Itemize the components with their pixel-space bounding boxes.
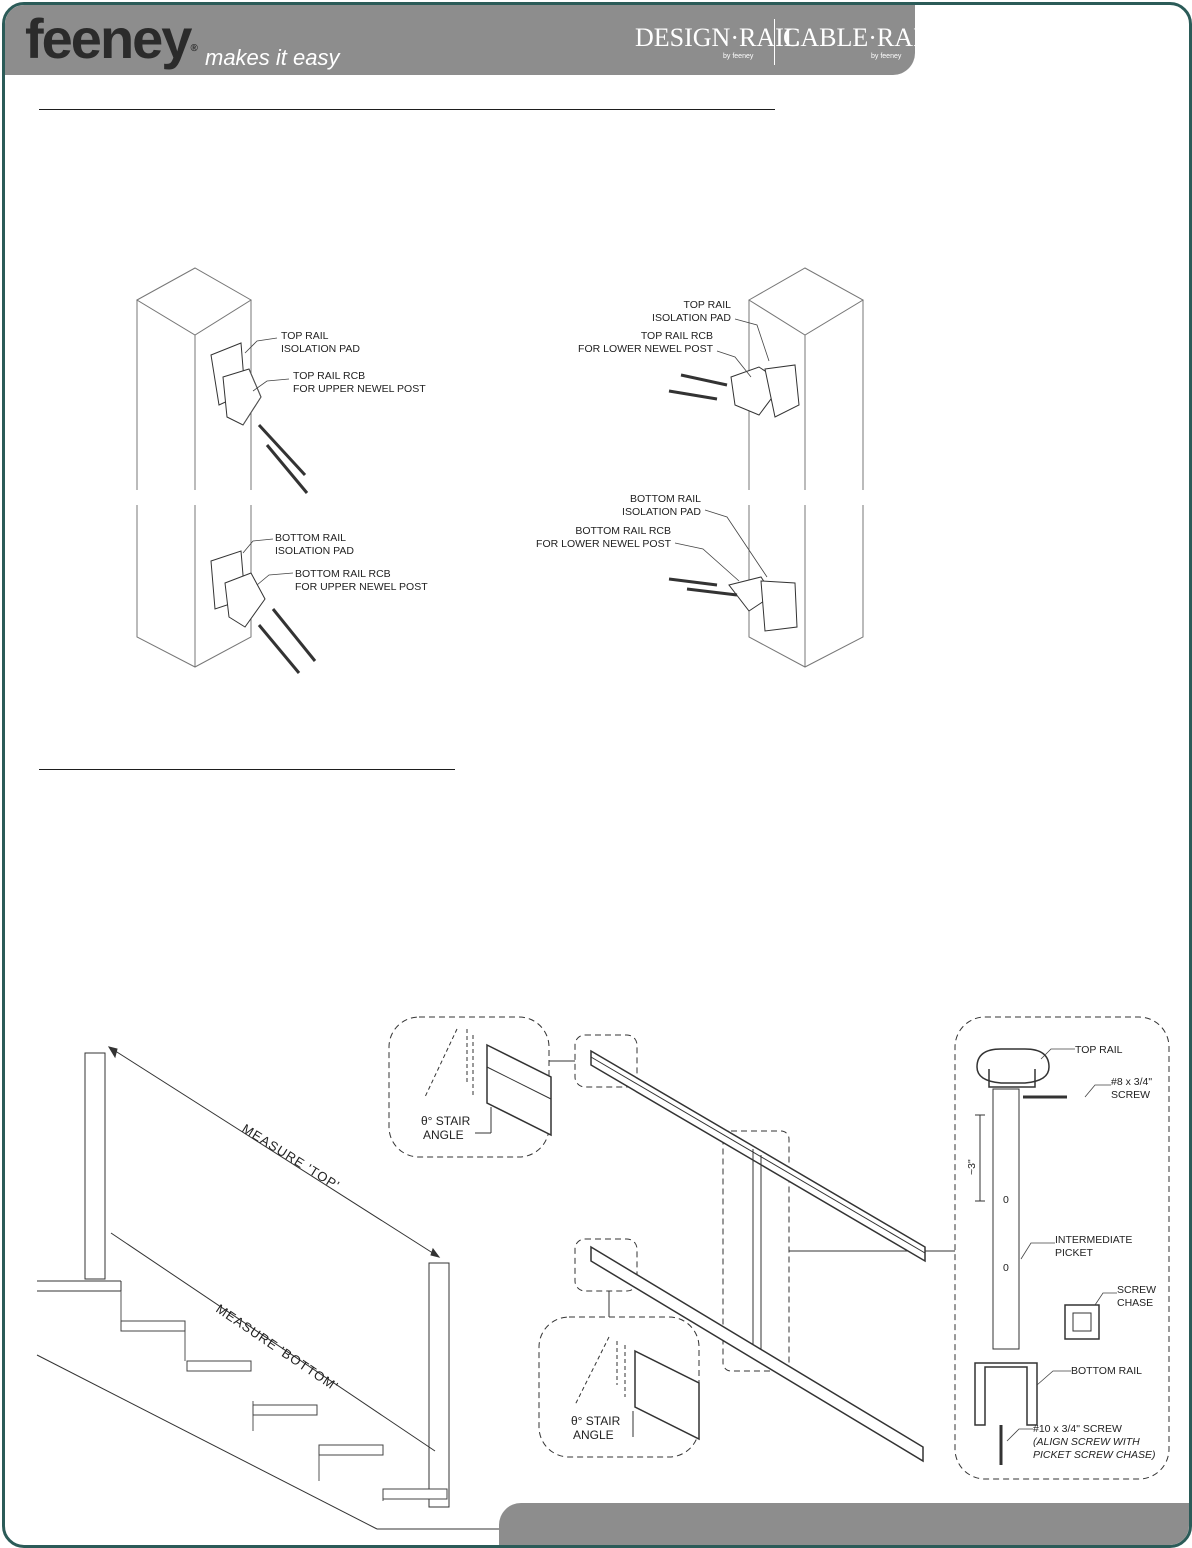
sloped-rails — [590, 1049, 926, 1463]
lower-bottom-bracket — [668, 576, 798, 632]
label-top-rcb-lower-2: FOR LOWER NEWEL POST — [578, 343, 714, 355]
rail-callouts — [549, 1034, 955, 1372]
section-rule-1 — [39, 109, 775, 110]
label-bottom-pad-upper-1: BOTTOM RAIL — [275, 532, 346, 544]
measure-labels: MEASURE 'TOP' MEASURE 'BOTTOM' — [213, 1121, 342, 1394]
label-bottom-rail: BOTTOM RAIL — [1071, 1365, 1142, 1377]
upper-bottom-bracket — [210, 550, 317, 674]
label-top-pad-lower-2: ISOLATION PAD — [652, 312, 731, 324]
hole-marker-1: 0 — [1003, 1194, 1009, 1206]
footer-bar — [499, 1503, 1189, 1545]
figure1-labels: TOP RAIL ISOLATION PAD TOP RAIL RCB FOR … — [275, 299, 731, 593]
section-leaders — [1006, 1048, 1117, 1442]
label-bottom-rcb-upper-1: BOTTOM RAIL RCB — [295, 568, 391, 580]
label-top-rail: TOP RAIL — [1075, 1044, 1123, 1056]
label-align-1: (ALIGN SCREW WITH — [1033, 1436, 1140, 1448]
label-top-pad-lower-1: TOP RAIL — [684, 299, 732, 311]
tagline: makes it easy — [205, 45, 340, 70]
design-rail-logo: DESIGN·RAIL — [635, 23, 800, 52]
measure-bottom-label: MEASURE 'BOTTOM' — [213, 1301, 341, 1394]
angle-label-top-2: ANGLE — [423, 1128, 464, 1142]
section-labels: TOP RAIL #8 x 3/4" SCREW ~3" 0 0 INTERME… — [966, 1044, 1156, 1461]
label-bottom-rcb-lower-2: FOR LOWER NEWEL POST — [536, 538, 672, 550]
label-screw10: #10 x 3/4" SCREW — [1033, 1423, 1122, 1435]
hole-marker-2: 0 — [1003, 1262, 1009, 1274]
label-top-pad-upper-2: ISOLATION PAD — [281, 343, 360, 355]
angle-label-bottom-2: ANGLE — [573, 1428, 614, 1442]
label-intermediate-2: PICKET — [1055, 1247, 1094, 1259]
figure1-leaders — [242, 318, 770, 586]
label-top-rcb-lower-1: TOP RAIL RCB — [641, 330, 713, 342]
label-bottom-pad-lower-1: BOTTOM RAIL — [630, 493, 701, 505]
label-intermediate-1: INTERMEDIATE — [1055, 1234, 1132, 1246]
angle-label-top-1: θ° STAIR — [421, 1114, 471, 1128]
section-rule-2 — [39, 769, 455, 770]
label-screw8-2: SCREW — [1111, 1089, 1150, 1101]
feeney-logo: feeney® — [25, 7, 198, 70]
label-screw8-1: #8 x 3/4" — [1111, 1076, 1152, 1088]
label-top-pad-upper-1: TOP RAIL — [281, 330, 329, 342]
cable-rail-sub: by feeney — [871, 53, 902, 60]
label-bottom-rcb-upper-2: FOR UPPER NEWEL POST — [295, 581, 428, 593]
measure-top-label: MEASURE 'TOP' — [239, 1121, 342, 1193]
label-align-2: PICKET SCREW CHASE) — [1033, 1449, 1156, 1461]
label-bottom-rcb-lower-1: BOTTOM RAIL RCB — [575, 525, 671, 537]
cable-rail-logo: CABLE·RAIL — [783, 23, 938, 52]
stair-elevation — [36, 1046, 499, 1530]
label-dim3: ~3" — [966, 1159, 978, 1175]
header-bar: feeney® makes it easy DESIGN·RAIL by fee… — [5, 5, 938, 75]
label-chase-2: CHASE — [1117, 1297, 1153, 1309]
lower-top-bracket — [668, 364, 800, 418]
label-top-rcb-upper-2: FOR UPPER NEWEL POST — [293, 383, 426, 395]
rail-section-detail — [954, 1016, 1170, 1480]
angle-label-bottom-1: θ° STAIR — [571, 1414, 621, 1428]
label-chase-1: SCREW — [1117, 1284, 1156, 1296]
technical-drawings: TOP RAIL ISOLATION PAD TOP RAIL RCB FOR … — [36, 267, 1170, 1530]
label-top-rcb-upper-1: TOP RAIL RCB — [293, 370, 365, 382]
upper-top-bracket — [210, 342, 309, 494]
angle-detail-bottom: θ° STAIR ANGLE — [538, 1316, 700, 1458]
brand-divider — [774, 19, 775, 65]
angle-detail-top: θ° STAIR ANGLE — [388, 1016, 552, 1158]
label-bottom-pad-lower-2: ISOLATION PAD — [622, 506, 701, 518]
label-bottom-pad-upper-2: ISOLATION PAD — [275, 545, 354, 557]
design-rail-sub: by feeney — [723, 53, 754, 60]
